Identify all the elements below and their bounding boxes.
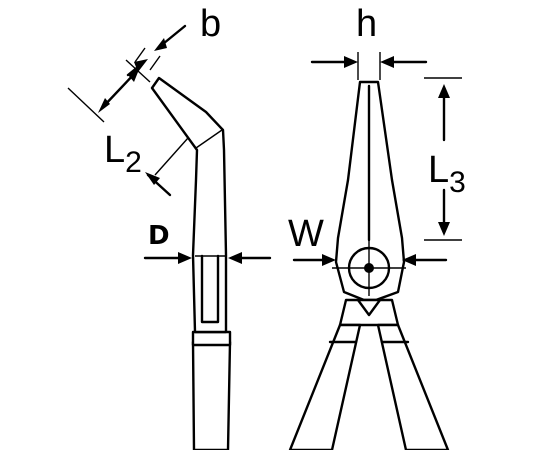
side-view-joint-slot [200,254,220,324]
dimension-h [310,52,428,80]
side-view-jaw [150,76,228,334]
dimension-l3 [424,77,462,241]
side-view-handle [191,340,232,450]
front-view-pliers [288,80,450,450]
label-l2-subscript: 2 [125,146,142,179]
front-view-joint-notch [356,298,382,317]
label-l2-main: L [104,129,125,171]
front-view-handle-left [288,323,362,450]
dimension-w [292,254,448,266]
label-w: W [288,213,324,255]
label-l3: L3 [428,149,466,199]
side-view-collar [191,330,232,347]
label-d: D [148,221,170,251]
side-view-bend-line [195,129,223,149]
label-l3-main: L [428,149,449,191]
label-h: h [356,3,377,45]
dimension-d [143,252,272,264]
front-view-handle-right [376,323,450,450]
dimension-b [126,24,187,77]
label-b: b [200,3,221,45]
front-view-rivet-crosshair [332,240,406,296]
label-l2: L2 [104,129,142,179]
side-view-pliers [150,76,232,450]
label-l3-subscript: 3 [449,166,466,199]
front-view-joint-block [338,298,400,327]
dimension-l2 [67,59,189,197]
